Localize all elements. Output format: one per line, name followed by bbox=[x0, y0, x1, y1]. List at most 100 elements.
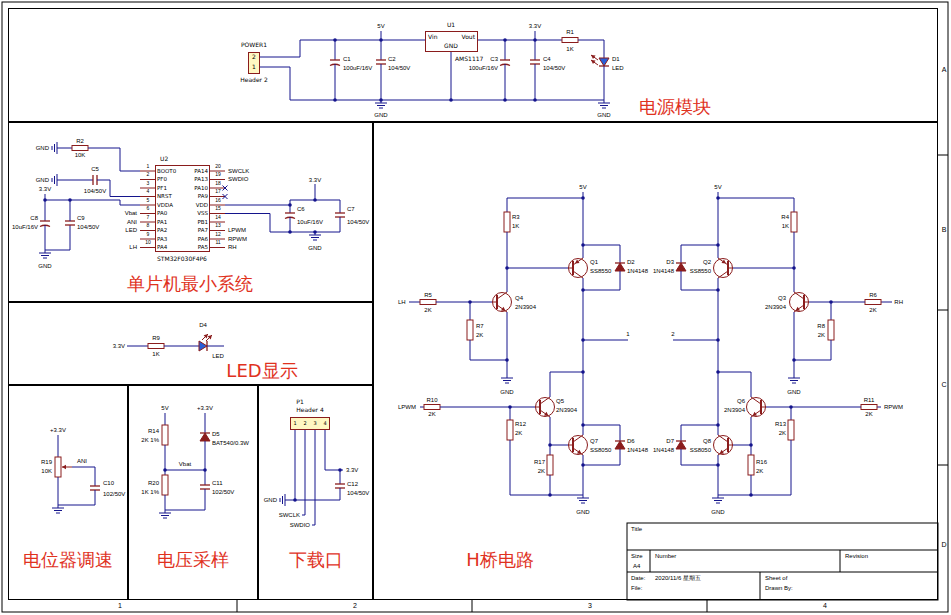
wire bbox=[205, 441, 206, 485]
transistor-symbol bbox=[718, 448, 728, 455]
capacitor-plate bbox=[376, 59, 386, 60]
schematic-label: +3.3V bbox=[50, 427, 66, 434]
resistor-symbol bbox=[420, 300, 436, 305]
ground-symbol bbox=[581, 503, 585, 504]
transistor-symbol bbox=[727, 261, 729, 275]
ground-symbol bbox=[790, 380, 798, 381]
wire bbox=[718, 198, 794, 199]
part-text: BOOT0 bbox=[157, 168, 176, 174]
schematic-label: GND bbox=[597, 112, 610, 119]
junction-dot bbox=[449, 98, 453, 102]
diode-symbol bbox=[676, 441, 686, 449]
ground-symbol bbox=[577, 498, 589, 499]
ground-symbol bbox=[52, 146, 53, 150]
part-text: 2 bbox=[303, 421, 306, 427]
junction-dot bbox=[203, 468, 207, 472]
junction-dot bbox=[163, 468, 167, 472]
transistor-symbol bbox=[540, 397, 550, 404]
junction-dot bbox=[716, 463, 720, 467]
pin-line bbox=[210, 247, 225, 248]
wire bbox=[478, 40, 562, 41]
schematic-label: 3 bbox=[588, 602, 592, 610]
schematic-label: 10K bbox=[41, 468, 52, 475]
schematic-label: File: bbox=[631, 585, 642, 592]
junction-dot bbox=[313, 198, 317, 202]
schematic-label: D1 bbox=[612, 56, 620, 63]
part-text: 1 bbox=[293, 421, 296, 427]
junction-dot bbox=[533, 98, 537, 102]
wire bbox=[718, 278, 719, 435]
schematic-label: SS8550 bbox=[590, 268, 611, 275]
ground-symbol bbox=[280, 498, 281, 502]
wire bbox=[60, 180, 93, 181]
frame-tick bbox=[938, 465, 948, 466]
wire bbox=[295, 488, 340, 500]
schematic-label: 2K bbox=[865, 411, 872, 418]
schematic-label: R2 bbox=[76, 138, 84, 145]
wire bbox=[381, 31, 382, 60]
section-heading: 电压采样 bbox=[157, 550, 229, 570]
ground-symbol bbox=[501, 378, 513, 379]
section-box: LED显示 bbox=[8, 302, 373, 385]
arrow-head bbox=[575, 260, 580, 264]
no-connect-mark bbox=[223, 194, 228, 199]
junction-dot bbox=[68, 198, 72, 202]
junction-dot bbox=[581, 463, 585, 467]
ground-symbol bbox=[159, 513, 171, 514]
schematic-label: GND bbox=[36, 145, 49, 152]
wire bbox=[766, 407, 861, 408]
schematic-label: 16 bbox=[215, 198, 221, 204]
resistor-symbol bbox=[424, 405, 440, 410]
transistor-symbol bbox=[751, 397, 761, 404]
schematic-label: 104/50V bbox=[84, 188, 106, 195]
schematic-label: SWDIO bbox=[290, 522, 310, 529]
wire bbox=[225, 205, 290, 206]
part-text: P1 bbox=[296, 399, 303, 406]
schematic-label: 11 bbox=[215, 240, 220, 246]
schematic-label: 10K bbox=[75, 152, 86, 159]
resistor-symbol bbox=[504, 212, 510, 232]
wire bbox=[290, 217, 291, 232]
wire bbox=[583, 192, 584, 258]
schematic-label: 102/50V bbox=[212, 489, 234, 496]
junction-dot bbox=[716, 196, 720, 200]
schematic-label: 2 bbox=[671, 331, 674, 338]
wire bbox=[718, 455, 719, 495]
schematic-label: 3 bbox=[147, 181, 150, 187]
ground-symbol bbox=[56, 513, 60, 514]
wire bbox=[505, 64, 506, 100]
diode-symbol bbox=[615, 440, 625, 441]
resistor-symbol bbox=[55, 457, 61, 477]
schematic-label: C bbox=[941, 381, 946, 389]
schematic-label: BAT540/0.3W bbox=[212, 440, 249, 447]
schematic-label: C12 bbox=[347, 481, 358, 488]
schematic-label: SS8050 bbox=[590, 447, 611, 454]
arrow-line bbox=[202, 334, 208, 340]
schematic-label: SWCLK bbox=[228, 168, 249, 175]
schematic-label: 10uF/16V bbox=[12, 224, 38, 231]
schematic-label: 1K bbox=[152, 351, 159, 358]
capacitor-plate bbox=[335, 212, 345, 213]
resistor-symbol bbox=[507, 420, 513, 440]
part-text: NRST bbox=[157, 193, 172, 199]
transistor-symbol bbox=[496, 295, 498, 309]
schematic-label: RPWM bbox=[884, 404, 903, 411]
wire bbox=[535, 64, 536, 100]
schematic-label: ANI bbox=[77, 458, 87, 465]
title-block-line bbox=[650, 550, 651, 572]
ground-symbol bbox=[57, 174, 58, 186]
schematic-label: 10uF/16V bbox=[297, 219, 323, 226]
schematic-label: 2N3904 bbox=[765, 304, 786, 311]
schematic-label: 104/50V bbox=[77, 224, 99, 231]
wire bbox=[505, 40, 506, 60]
wire bbox=[794, 340, 831, 360]
junction-dot bbox=[792, 358, 796, 362]
junction-dot bbox=[508, 405, 512, 409]
arrow-head bbox=[577, 450, 582, 454]
schematic-label: 2K bbox=[538, 468, 545, 475]
transistor-symbol bbox=[573, 448, 583, 455]
schematic-label: 100uF/16V bbox=[343, 65, 372, 72]
schematic-label: 20 bbox=[215, 164, 221, 170]
transistor-symbol bbox=[751, 410, 761, 417]
